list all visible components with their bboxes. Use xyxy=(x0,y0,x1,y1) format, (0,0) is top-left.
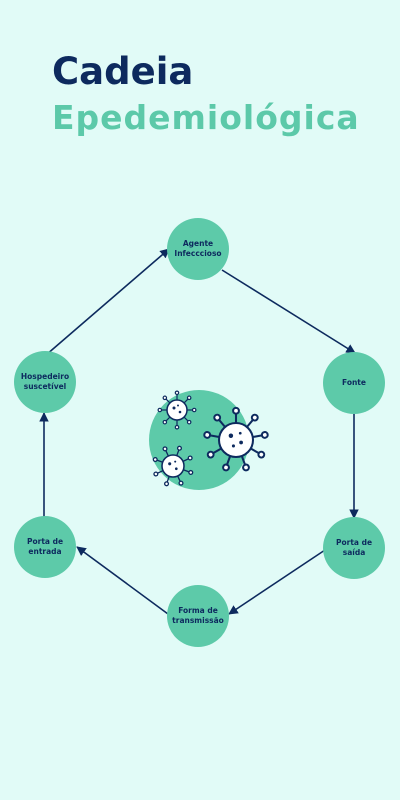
node-label: Fonte xyxy=(342,378,366,387)
arrow-hospedeiro-to-agente xyxy=(45,248,170,356)
virus-icon xyxy=(149,390,270,490)
node-label: Forma de transmissão xyxy=(172,606,224,625)
node-agente-infeccioso: Agente Infecccioso xyxy=(167,218,229,280)
node-fonte: Fonte xyxy=(323,352,385,414)
arrow-transmissao-to-entrada xyxy=(76,546,169,615)
arrow-saida-to-transmissao xyxy=(228,549,326,615)
arrow-agente-to-fonte xyxy=(221,269,356,354)
virus-large xyxy=(202,406,270,473)
virus-small-top xyxy=(157,390,197,430)
node-porta-de-entrada: Porta de entrada xyxy=(14,516,76,578)
node-hospedeiro-suscetivel: Hospedeiro suscetível xyxy=(14,351,76,413)
node-label: Hospedeiro suscetível xyxy=(20,372,70,391)
node-forma-de-transmissao: Forma de transmissão xyxy=(167,585,229,647)
title-line-2: Epedemiológica xyxy=(52,98,360,137)
node-label: Porta de entrada xyxy=(26,537,64,556)
virus-small-bottom xyxy=(152,445,194,487)
node-porta-de-saida: Porta de saída xyxy=(323,517,385,579)
node-label: Porta de saída xyxy=(335,538,373,557)
node-label: Agente Infecccioso xyxy=(174,239,222,258)
title-line-1: Cadeia xyxy=(52,50,194,93)
